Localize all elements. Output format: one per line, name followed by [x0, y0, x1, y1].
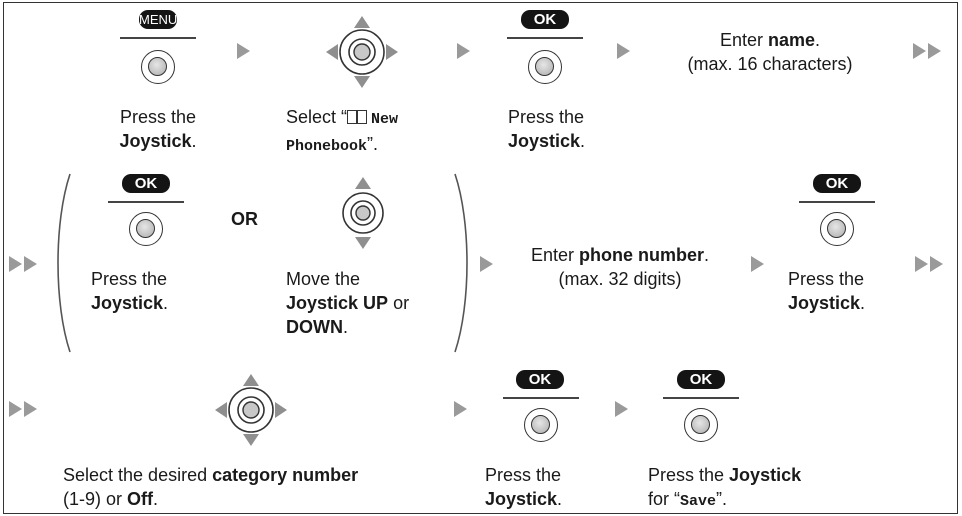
next-arrow-icon [454, 401, 467, 417]
row3-save-caption: Press the Joystick for “Save”. [648, 465, 802, 510]
menu-button-label: MENU [139, 10, 178, 29]
button-divider [120, 37, 196, 39]
step4-caption: Enter name. (max. 16 characters) [687, 30, 853, 74]
joystick-press-icon [141, 50, 175, 84]
button-divider [663, 397, 739, 399]
row2-press-caption: Press the Joystick. [788, 269, 866, 313]
joystick-press-icon [129, 212, 163, 246]
or-label: OR [231, 209, 258, 229]
button-divider [503, 397, 579, 399]
continue-arrow-icon [9, 256, 43, 272]
next-arrow-icon [480, 256, 493, 272]
enter-number-caption: Enter phone number. (max. 32 digits) [530, 245, 710, 289]
ok-button-label: OK [122, 174, 170, 193]
joystick-4way-icon [215, 374, 287, 446]
next-arrow-icon [617, 43, 630, 59]
right-paren [454, 173, 468, 353]
continue-arrow-icon [915, 256, 949, 272]
joystick-4way-icon [326, 16, 398, 88]
ok-button-label: OK [813, 174, 861, 193]
button-divider [507, 37, 583, 39]
row3-select-caption: Select the desired category number (1-9)… [63, 465, 359, 509]
button-divider [108, 201, 184, 203]
step1-caption: Press the Joystick. [119, 107, 197, 151]
continue-arrow-icon [9, 401, 43, 417]
next-arrow-icon [237, 43, 250, 59]
ok-button-label: OK [521, 10, 569, 29]
joystick-updown-icon [342, 177, 384, 249]
next-arrow-icon [615, 401, 628, 417]
continue-arrow-icon [913, 43, 947, 59]
phonebook-icon [347, 110, 368, 124]
button-divider [799, 201, 875, 203]
joystick-press-icon [528, 50, 562, 84]
optionA-caption: Press the Joystick. [91, 269, 169, 313]
step3-caption: Press the Joystick. [508, 107, 586, 151]
step2-caption: Select “New Phonebook”. [286, 107, 399, 155]
next-arrow-icon [751, 256, 764, 272]
left-paren [57, 173, 71, 353]
joystick-press-icon [820, 212, 854, 246]
row3-press-caption: Press the Joystick. [485, 465, 563, 509]
ok-button-label: OK [516, 370, 564, 389]
ok-button-label: OK [677, 370, 725, 389]
joystick-press-icon [524, 408, 558, 442]
next-arrow-icon [457, 43, 470, 59]
optionB-caption: Move the Joystick UP or DOWN. [286, 269, 410, 337]
instruction-frame [3, 2, 958, 514]
joystick-press-icon [684, 408, 718, 442]
